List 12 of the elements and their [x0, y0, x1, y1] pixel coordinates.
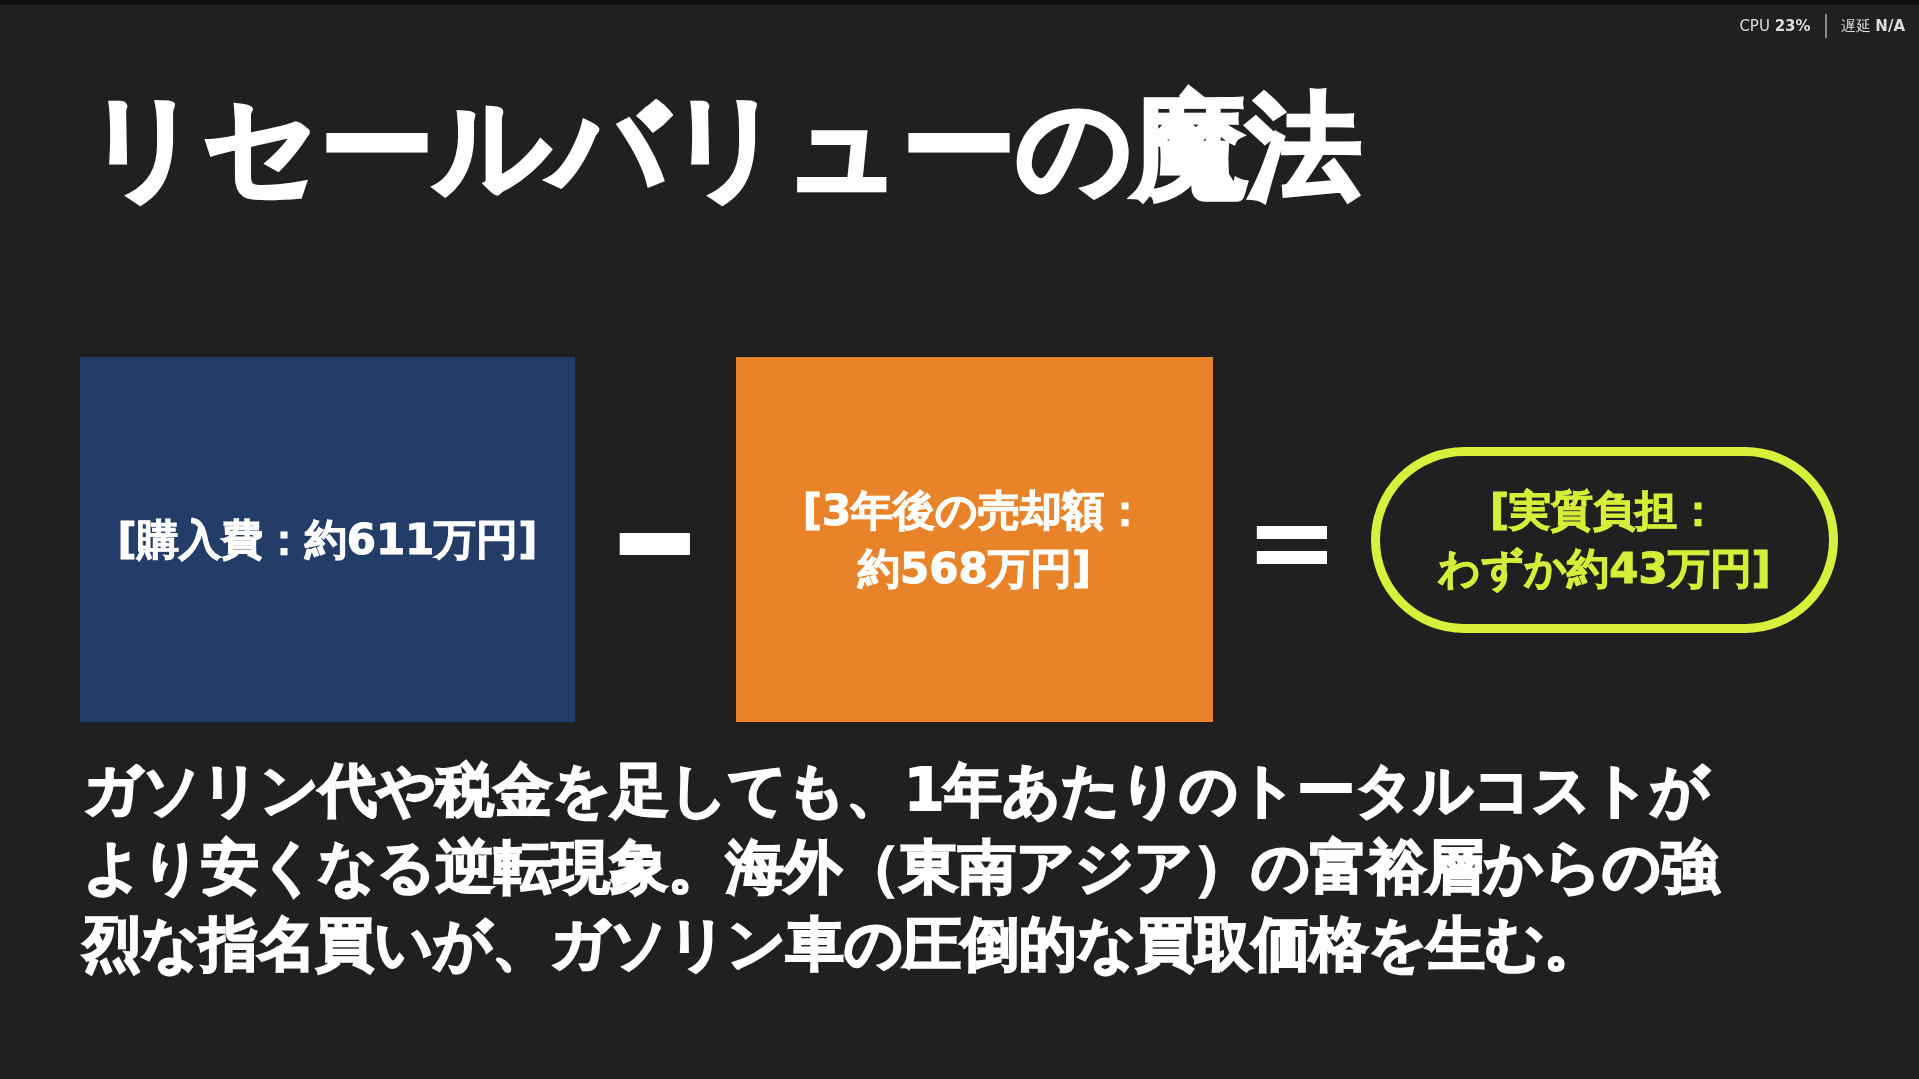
minus-sign: −	[608, 442, 702, 634]
body-text: ガソリン代や税金を足しても、1年あたりのトータルコストがより安くなる逆転現象。海外（東南アジア）の富裕層からの強烈な指名買いが、ガソリン車の圧倒的な買取価格を生む。	[83, 755, 1721, 980]
result-pill	[1371, 447, 1838, 633]
value-panel	[736, 357, 1213, 722]
panel-text: [購入費：約611万円]	[117, 513, 538, 566]
latency-status: 遅延 N/A	[1840, 16, 1905, 36]
panel-text: [実質負担：わずか約43万円]	[1437, 485, 1772, 595]
value-panel	[80, 357, 575, 722]
cpu-status: CPU 23%	[1739, 17, 1811, 35]
equals-sign: =	[1245, 485, 1339, 597]
slide-title: リセールバリューの魔法	[86, 84, 1361, 210]
panel-text: [3年後の売却額：約568万円]	[801, 484, 1148, 595]
